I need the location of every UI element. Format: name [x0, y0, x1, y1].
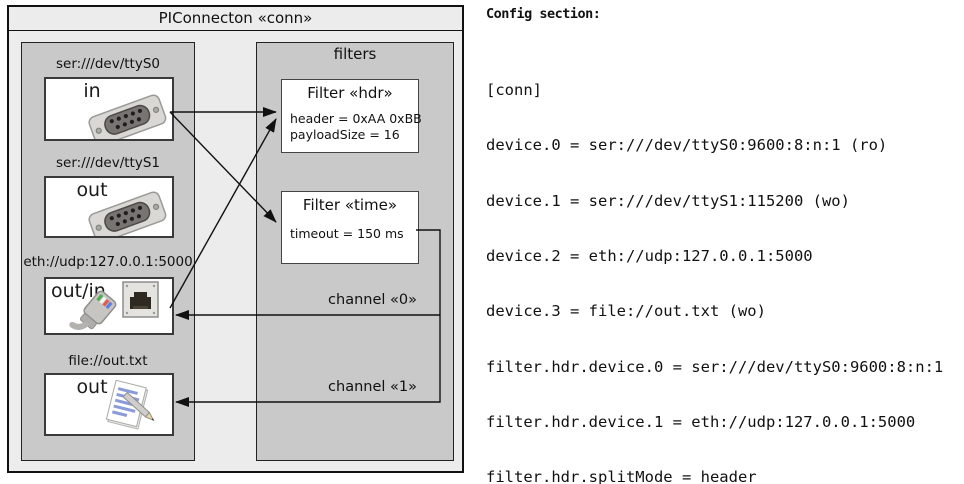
devices-panel: ser:///dev/ttyS0 in ser:///dev/ttyS1	[21, 42, 195, 461]
filter-time-prop-timeout: timeout = 150 ms	[290, 226, 404, 241]
channel-1-label: channel «1»	[328, 379, 417, 395]
filter-time-box: Filter «time» timeout = 150 ms	[281, 191, 419, 264]
config-line: filter.hdr.splitMode = header	[486, 468, 757, 484]
config-line: device.2 = eth://udp:127.0.0.1:5000	[486, 246, 813, 265]
device-direction: out	[76, 179, 108, 201]
ethernet-cable-image	[69, 290, 117, 330]
device-label-file: file://out.txt	[68, 353, 148, 369]
device-node-file: out	[44, 373, 174, 436]
channel-0-label: channel «0»	[328, 292, 417, 308]
config-line: device.1 = ser:///dev/ttyS1:115200 (wo)	[486, 191, 850, 210]
device-direction: out	[76, 376, 108, 398]
device-label-ttyS0: ser:///dev/ttyS0	[56, 56, 160, 72]
device-node-eth: out/in	[44, 277, 174, 335]
device-direction: in	[83, 80, 101, 102]
device-direction: out/in	[51, 280, 106, 302]
config-line: device.3 = file://out.txt (wo)	[486, 302, 766, 321]
serial-connector-image	[88, 191, 167, 236]
device-node-ttyS1: out	[44, 176, 174, 238]
filter-hdr-prop-payloadsize: payloadSize = 16	[290, 126, 400, 142]
config-heading: Config section:	[486, 6, 601, 22]
connector-diagram-frame: PIConnecton «conn» ser:///dev/ttyS0 in	[7, 5, 464, 473]
filters-panel: filters Filter «hdr» header = 0xAA 0xBB …	[256, 42, 454, 461]
filter-hdr-prop-header: header = 0xAA 0xBB	[290, 111, 422, 126]
config-lines: [conn] device.0 = ser:///dev/ttyS0:9600:…	[486, 44, 953, 484]
config-line: device.0 = ser:///dev/ttyS0:9600:8:n:1 (…	[486, 136, 888, 155]
serial-connector-image	[88, 94, 167, 139]
filter-hdr-title: Filter «hdr»	[307, 84, 393, 102]
config-line: filter.hdr.device.0 = ser:///dev/ttyS0:9…	[486, 357, 944, 376]
device-label-ttyS1: ser:///dev/ttyS1	[56, 155, 160, 171]
config-line: [conn]	[486, 80, 542, 99]
ethernet-jack-icon	[122, 281, 159, 318]
filter-hdr-box: Filter «hdr» header = 0xAA 0xBB payloadS…	[281, 79, 422, 153]
notepad-icon	[105, 380, 155, 430]
filter-time-title: Filter «time»	[302, 196, 398, 214]
device-node-ttyS0: in	[44, 77, 174, 141]
config-line: filter.hdr.device.1 = eth://udp:127.0.0.…	[486, 413, 916, 432]
filters-panel-label: filters	[333, 45, 377, 63]
diagram-title: PIConnecton «conn»	[9, 7, 462, 31]
device-label-eth: eth://udp:127.0.0.1:5000	[23, 254, 193, 270]
